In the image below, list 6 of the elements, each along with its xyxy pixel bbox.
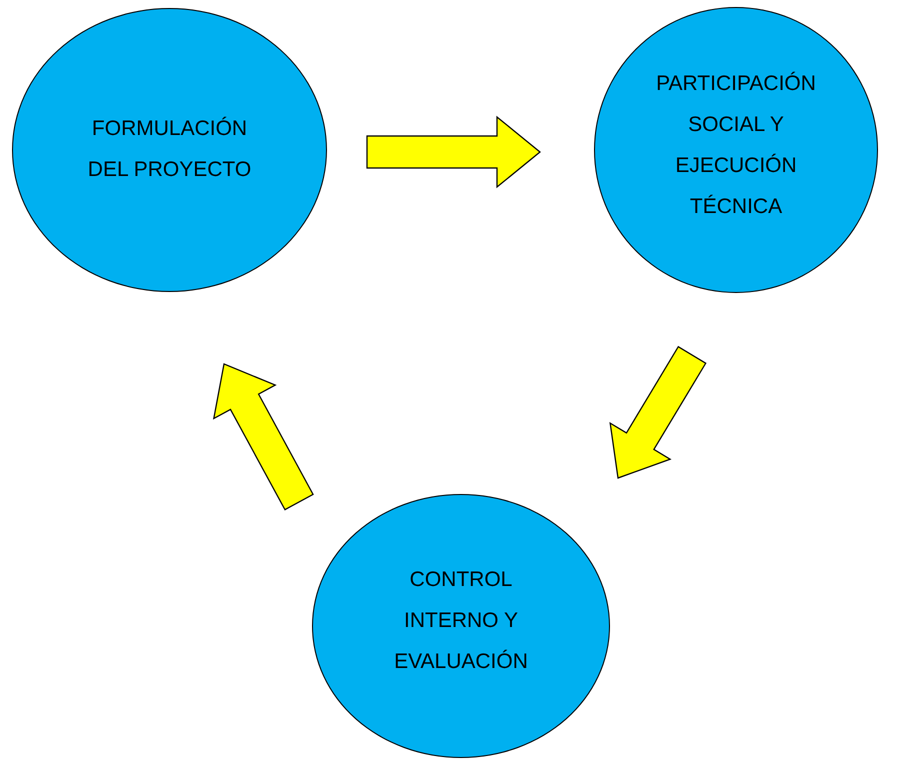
block-arrow [366,116,541,188]
node-label: CONTROL INTERNO Y EVALUACIÓN [393,566,529,674]
node-label: PARTICIPACIÓN SOCIAL Y EJECUCIÓN TÉCNICA [655,70,817,220]
block-arrow [212,363,314,510]
block-arrow [609,346,707,479]
node-label: FORMULACIÓN DEL PROYECTO [86,116,252,183]
